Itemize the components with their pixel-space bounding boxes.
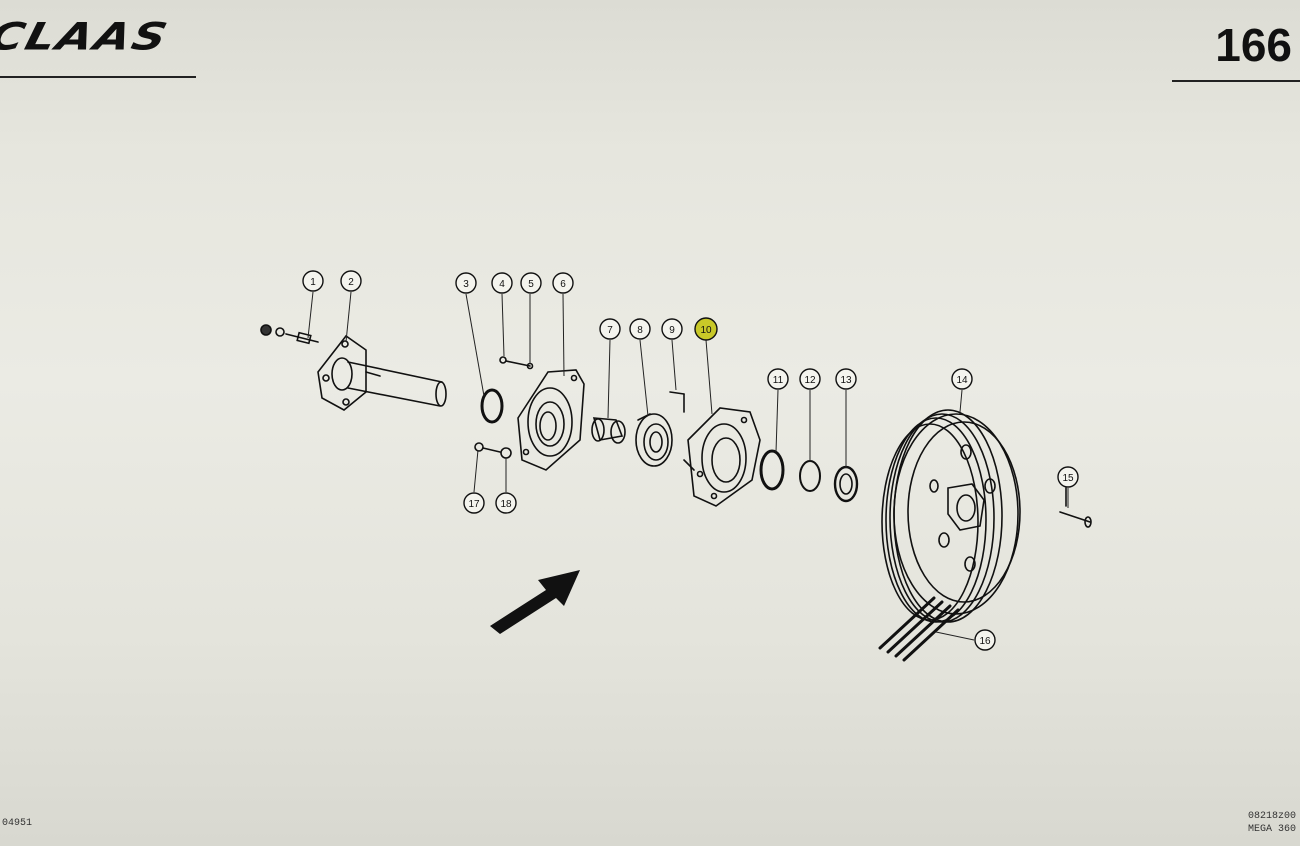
callout-7-circle bbox=[599, 318, 621, 340]
callout-17-circle bbox=[463, 492, 485, 514]
part-housing-cover bbox=[683, 407, 761, 507]
footer-right-code: 08218z00 bbox=[1247, 811, 1296, 822]
part-bearing-housing bbox=[517, 369, 585, 471]
callout-14-circle bbox=[951, 368, 973, 390]
part-bushing bbox=[591, 417, 626, 444]
part-pulley bbox=[881, 409, 1021, 623]
callout-16-circle bbox=[974, 629, 996, 651]
part-bolt bbox=[260, 324, 319, 345]
part-screw bbox=[499, 356, 534, 370]
callout-2-circle bbox=[340, 270, 362, 292]
callout-3: 3 bbox=[463, 279, 469, 290]
logo-underline bbox=[0, 76, 196, 78]
callout-6-circle bbox=[552, 272, 574, 294]
callout-6: 6 bbox=[560, 279, 566, 290]
callout-4: 4 bbox=[499, 279, 505, 290]
callout-13: 13 bbox=[840, 375, 852, 386]
callout-1: 1 bbox=[310, 277, 316, 288]
footer-left-code: 04951 bbox=[2, 818, 33, 829]
part-bearing bbox=[635, 413, 673, 467]
callout-18: 18 bbox=[500, 499, 512, 510]
callout-10-circle bbox=[694, 317, 718, 341]
callout-5-circle bbox=[520, 272, 542, 294]
part-key bbox=[669, 391, 685, 413]
callout-8-circle bbox=[629, 318, 651, 340]
part-lower-bolt bbox=[474, 442, 512, 459]
callout-18-circle bbox=[495, 492, 517, 514]
callout-5: 5 bbox=[528, 279, 534, 290]
part-belt-set bbox=[878, 596, 960, 662]
callout-15: 15 bbox=[1062, 473, 1074, 484]
callout-15-circle bbox=[1057, 466, 1079, 488]
callout-14: 14 bbox=[956, 375, 968, 386]
callout-9-circle bbox=[661, 318, 683, 340]
callout-17: 17 bbox=[468, 499, 480, 510]
callout-9: 9 bbox=[669, 325, 675, 336]
callout-16: 16 bbox=[979, 636, 991, 647]
callout-10: 10 bbox=[700, 325, 712, 336]
part-seal-ring bbox=[759, 449, 785, 491]
part-washer bbox=[799, 460, 821, 492]
callout-12-circle bbox=[799, 368, 821, 390]
callout-12: 12 bbox=[804, 375, 816, 386]
callout-4-circle bbox=[491, 272, 513, 294]
callout-labels: 1 2 3 4 5 6 7 8 9 10 11 12 13 14 15 16 1… bbox=[310, 277, 1074, 647]
callout-1-circle bbox=[302, 270, 324, 292]
part-lock-nut bbox=[833, 465, 859, 503]
page-number-underline bbox=[1172, 80, 1300, 82]
callout-markers bbox=[302, 270, 1079, 651]
callout-11-circle bbox=[767, 368, 789, 390]
callout-2: 2 bbox=[348, 277, 354, 288]
callout-7: 7 bbox=[607, 325, 613, 336]
direction-arrow bbox=[490, 570, 580, 634]
part-o-ring bbox=[480, 388, 504, 424]
callout-3-circle bbox=[455, 272, 477, 294]
page-number: 166 bbox=[1215, 19, 1292, 71]
part-pin bbox=[1059, 487, 1092, 528]
leader-lines bbox=[307, 291, 1069, 641]
footer-model: MEGA 360 bbox=[1247, 824, 1296, 835]
callout-13-circle bbox=[835, 368, 857, 390]
part-flange-shaft bbox=[317, 334, 447, 411]
footer-right-block: 08218z00 MEGA 360 bbox=[1248, 810, 1296, 836]
callout-11: 11 bbox=[773, 375, 784, 386]
callout-8: 8 bbox=[637, 325, 643, 336]
